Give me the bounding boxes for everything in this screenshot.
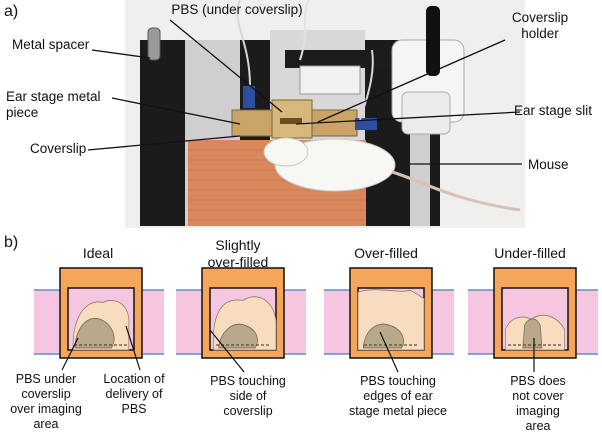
metal-spacer-shape [147, 27, 161, 61]
panel-a-leader-lines [87, 19, 522, 165]
caption-location-of-delivery: Location of delivery of PBS [103, 372, 165, 416]
title-slightly-over-filled: Slightly over-filled [207, 237, 269, 270]
label-coverslip: Coverslip [30, 141, 87, 156]
ear-stage-slit-shape [280, 118, 302, 124]
ear-tissue-under-filled [522, 318, 543, 349]
mouse-head [263, 137, 309, 167]
title-under-filled: Under-filled [494, 245, 566, 261]
caption-pbs-under-coverslip: PBS under coverslip over imaging area [10, 372, 82, 431]
label-pbs-under-coverslip: PBS (under coverslip) [171, 2, 303, 17]
mouse-tail [391, 170, 521, 212]
ear-tissue-over-filled [362, 323, 405, 349]
panel-b-diagrams [34, 267, 598, 359]
ear-tissue-ideal [74, 317, 115, 349]
caption-pbs-not-cover: PBS does not cover imaging area [510, 374, 566, 433]
liquid-group-over-filled [357, 289, 425, 351]
label-ear-stage-slit: Ear stage slit [514, 103, 593, 118]
label-mouse: Mouse [528, 157, 569, 172]
liquid-group-under-filled [505, 314, 565, 351]
panel-letter-a: a) [4, 3, 19, 20]
label-ear-stage-metal-piece: Ear stage metal piece [6, 89, 101, 120]
gauze-strip-right [410, 120, 430, 226]
panel-letter-b: b) [4, 234, 19, 251]
caption-pbs-touching-edges: PBS touching edges of ear stage metal pi… [349, 374, 447, 418]
clip-left [243, 86, 255, 108]
wire-3 [359, 49, 374, 121]
holder-arm [285, 50, 405, 68]
holder-clip [299, 65, 361, 95]
title-over-filled: Over-filled [354, 245, 418, 261]
label-coverslip-holder: Coverslip holder [511, 10, 569, 41]
coverslip-holder-post [426, 6, 440, 76]
liquid-group-slightly-over-filled [212, 296, 277, 351]
panel-b-leader-lines [61, 325, 535, 373]
wire-2 [299, 0, 311, 61]
caption-pbs-touching-side: PBS touching side of coverslip [210, 374, 286, 418]
coverslip-holder-base [401, 91, 451, 135]
ear-tissue-slightly-over-filled [218, 323, 258, 349]
title-ideal: Ideal [82, 245, 114, 261]
wire-1 [236, 0, 251, 87]
liquid-group-ideal [72, 300, 130, 351]
label-metal-spacer: Metal spacer [12, 37, 90, 52]
